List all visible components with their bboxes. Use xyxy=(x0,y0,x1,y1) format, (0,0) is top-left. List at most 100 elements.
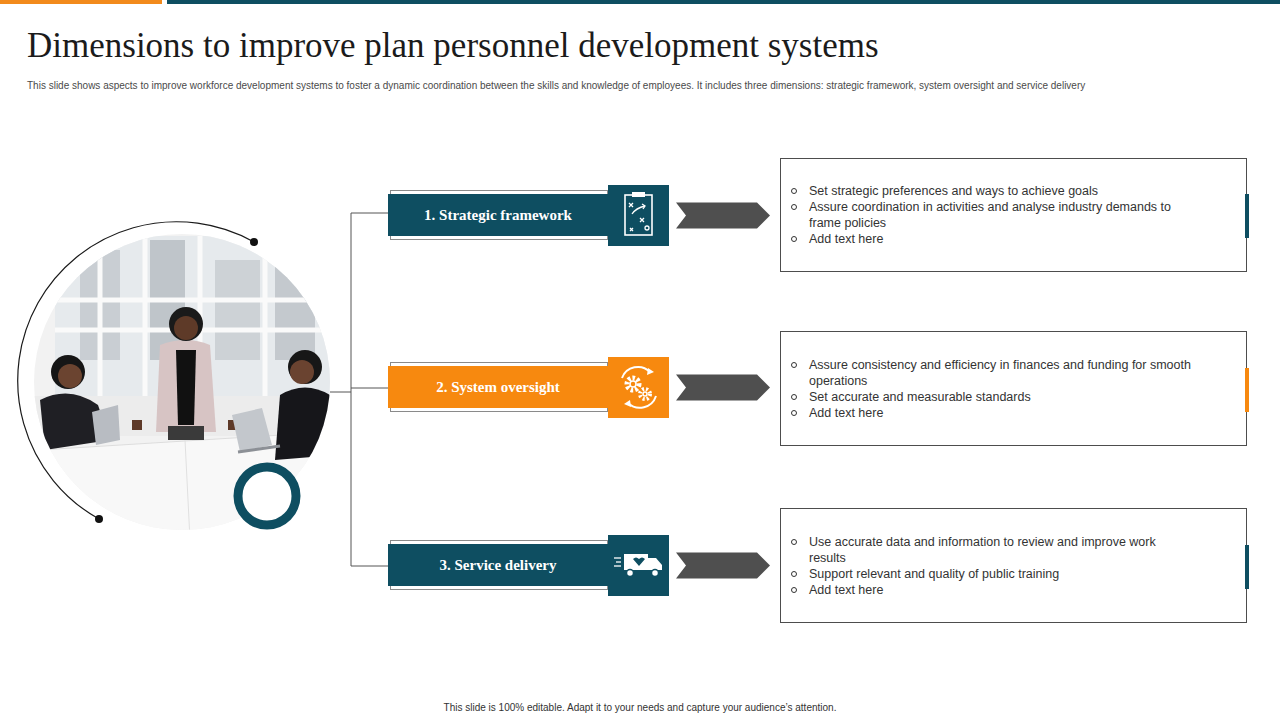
detail-box: Use accurate data and information to rev… xyxy=(780,508,1247,623)
tag-band: 3. Service delivery xyxy=(388,544,608,586)
clipboard-icon-part xyxy=(608,185,669,246)
dimension-tag: 1. Strategic framework xyxy=(388,185,669,246)
bullet-item: Assure consistency and efficiency in fin… xyxy=(781,357,1201,389)
accent-bar xyxy=(1245,368,1249,412)
chevron-arrow xyxy=(676,375,770,401)
chevron-arrow xyxy=(676,553,770,579)
bullet-item: Set strategic preferences and ways to ac… xyxy=(781,183,1201,199)
bullet-marker xyxy=(791,188,797,194)
bullet-text: Add text here xyxy=(809,405,1194,421)
top-bar xyxy=(0,0,1280,4)
top-bar-part xyxy=(0,0,162,4)
chevron-arrow xyxy=(676,203,770,229)
office-photo-part xyxy=(288,350,322,384)
office-photo-part-part xyxy=(55,298,335,303)
bullet-text: Assure coordination in activities and an… xyxy=(809,199,1194,231)
gears-icon-part-part xyxy=(628,396,656,408)
bullet-list: Assure consistency and efficiency in fin… xyxy=(781,357,1201,421)
bullet-marker xyxy=(791,394,797,400)
bullet-text: Use accurate data and information to rev… xyxy=(809,534,1194,566)
office-photo-part-part xyxy=(143,236,148,396)
bracket-lines-part xyxy=(351,566,388,567)
office-photo xyxy=(30,230,340,540)
gears-icon xyxy=(608,357,669,418)
truck-icon-part xyxy=(627,570,634,577)
bullet-text: Set strategic preferences and ways to ac… xyxy=(809,183,1194,199)
gears-icon-part xyxy=(622,367,656,408)
tag-label: 3. Service delivery xyxy=(439,557,556,574)
office-photo-part xyxy=(168,426,204,440)
bullet-item: Add text here xyxy=(781,405,1201,421)
truck-icon-part xyxy=(624,554,648,570)
top-bar-part xyxy=(167,0,1280,4)
detail-box: Assure consistency and efficiency in fin… xyxy=(780,331,1247,446)
clipboard-icon-part-part xyxy=(640,218,644,222)
bullet-list: Use accurate data and information to rev… xyxy=(781,534,1201,598)
gears-icon-part-part xyxy=(630,381,636,387)
bullet-item: Set accurate and measurable standards xyxy=(781,389,1201,405)
gears-icon-part-part xyxy=(640,389,650,399)
bracket-lines-part xyxy=(351,213,388,214)
truck-icon-part-part xyxy=(616,561,621,562)
truck-icon-part xyxy=(608,535,669,596)
gears-icon-part xyxy=(647,368,654,375)
bracket-lines-part xyxy=(351,213,352,566)
office-photo-part xyxy=(290,360,314,384)
clipboard-icon-part-part xyxy=(632,206,645,214)
office-photo-part xyxy=(176,350,196,425)
bullet-marker xyxy=(791,236,797,242)
bracket-lines-part xyxy=(351,388,388,389)
truck-icon-part-part xyxy=(614,565,621,566)
truck-icon-part xyxy=(648,558,662,570)
bullet-text: Support relevant and quality of public t… xyxy=(809,566,1194,582)
bullet-marker xyxy=(791,362,797,368)
clipboard-icon-part xyxy=(632,192,645,197)
truck-icon-part xyxy=(633,558,645,567)
clipboard-icon xyxy=(608,185,669,246)
bullet-marker xyxy=(791,204,797,210)
office-photo-part xyxy=(169,307,203,341)
footer-note: This slide is 100% editable. Adapt it to… xyxy=(240,702,1040,713)
bracket-lines-part xyxy=(330,392,351,393)
office-photo-part xyxy=(275,388,335,461)
office-photo-part-part xyxy=(263,236,268,396)
truck-icon-part xyxy=(652,570,659,577)
detail-box: Set strategic preferences and ways to ac… xyxy=(780,158,1247,272)
gears-icon-part-part xyxy=(627,378,639,390)
office-photo-part xyxy=(51,355,85,389)
dimension-tag: 2. System oversight xyxy=(388,357,669,418)
dimension-tag: 3. Service delivery xyxy=(388,535,669,596)
photo-arc-part xyxy=(250,238,258,246)
gears-icon-part xyxy=(608,357,669,418)
bullet-marker xyxy=(791,587,797,593)
office-photo-part xyxy=(232,408,272,452)
photo-arc-part xyxy=(95,515,103,523)
tag-label: 1. Strategic framework xyxy=(424,207,572,224)
tag-label: 2. System oversight xyxy=(436,379,560,396)
clipboard-icon-part xyxy=(629,203,649,231)
office-photo-part xyxy=(174,316,198,340)
office-photo-part xyxy=(92,405,120,445)
office-photo-part xyxy=(156,340,216,432)
bracket-lines xyxy=(330,213,388,566)
accent-bar xyxy=(1245,194,1249,238)
office-photo-part-part xyxy=(98,236,103,396)
tag-band: 1. Strategic framework xyxy=(388,194,608,236)
bullet-text: Add text here xyxy=(809,231,1194,247)
bullet-marker xyxy=(791,410,797,416)
office-photo-part xyxy=(132,420,142,430)
clipboard-icon-part xyxy=(625,195,652,235)
bullet-text: Set accurate and measurable standards xyxy=(809,389,1194,405)
bullet-text: Assure consistency and efficiency in fin… xyxy=(809,357,1194,389)
bullet-item: Use accurate data and information to rev… xyxy=(781,534,1201,566)
clipboard-icon-part-part xyxy=(645,226,649,230)
clipboard-icon-part-part xyxy=(630,228,633,231)
bullet-marker xyxy=(791,539,797,545)
clipboard-icon-part-part xyxy=(642,204,645,209)
gears-icon-part-part xyxy=(643,392,647,396)
office-photo-part xyxy=(30,230,340,540)
office-photo-part xyxy=(58,364,82,388)
truck-icon-part-part xyxy=(614,557,621,558)
office-photo-part xyxy=(185,440,190,540)
